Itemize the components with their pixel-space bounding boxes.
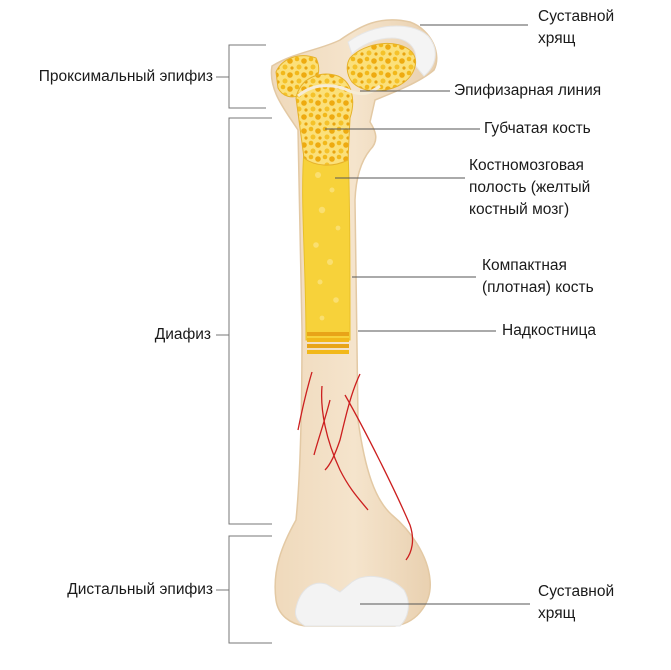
bracket-distal	[228, 535, 272, 644]
marrow-texture	[313, 172, 341, 321]
label-articular-cartilage-bottom: Суставной хрящ	[538, 583, 615, 622]
medullary-cavity	[302, 149, 351, 341]
leader-lines	[325, 24, 530, 605]
proximal-cartilage	[347, 25, 436, 77]
spongy-bone-head	[346, 42, 416, 92]
label-compact-bone: Компактная (плотная) кость	[482, 257, 594, 296]
bracket-proximal	[228, 44, 266, 109]
label-articular-cartilage-top: Суставной хрящ	[538, 8, 615, 47]
spongy-bone-central	[295, 73, 354, 166]
label-proximal-epiphysis: Проксимальный эпифиз	[38, 68, 213, 85]
label-diaphysis: Диафиз	[154, 326, 211, 343]
periosteum-rings	[307, 332, 349, 354]
blood-vessels	[297, 371, 414, 561]
label-periosteum: Надкостница	[502, 322, 596, 339]
brackets	[216, 44, 272, 644]
label-epiphyseal-line: Эпифизарная линия	[454, 82, 602, 99]
label-spongy-bone: Губчатая кость	[484, 120, 591, 137]
label-distal-epiphysis: Дистальный эпифиз	[67, 581, 213, 598]
bracket-diaphysis	[228, 117, 272, 525]
distal-cartilage	[295, 575, 409, 627]
label-medullary-cavity: Костномозговая полость (желтый костный м…	[469, 157, 591, 218]
